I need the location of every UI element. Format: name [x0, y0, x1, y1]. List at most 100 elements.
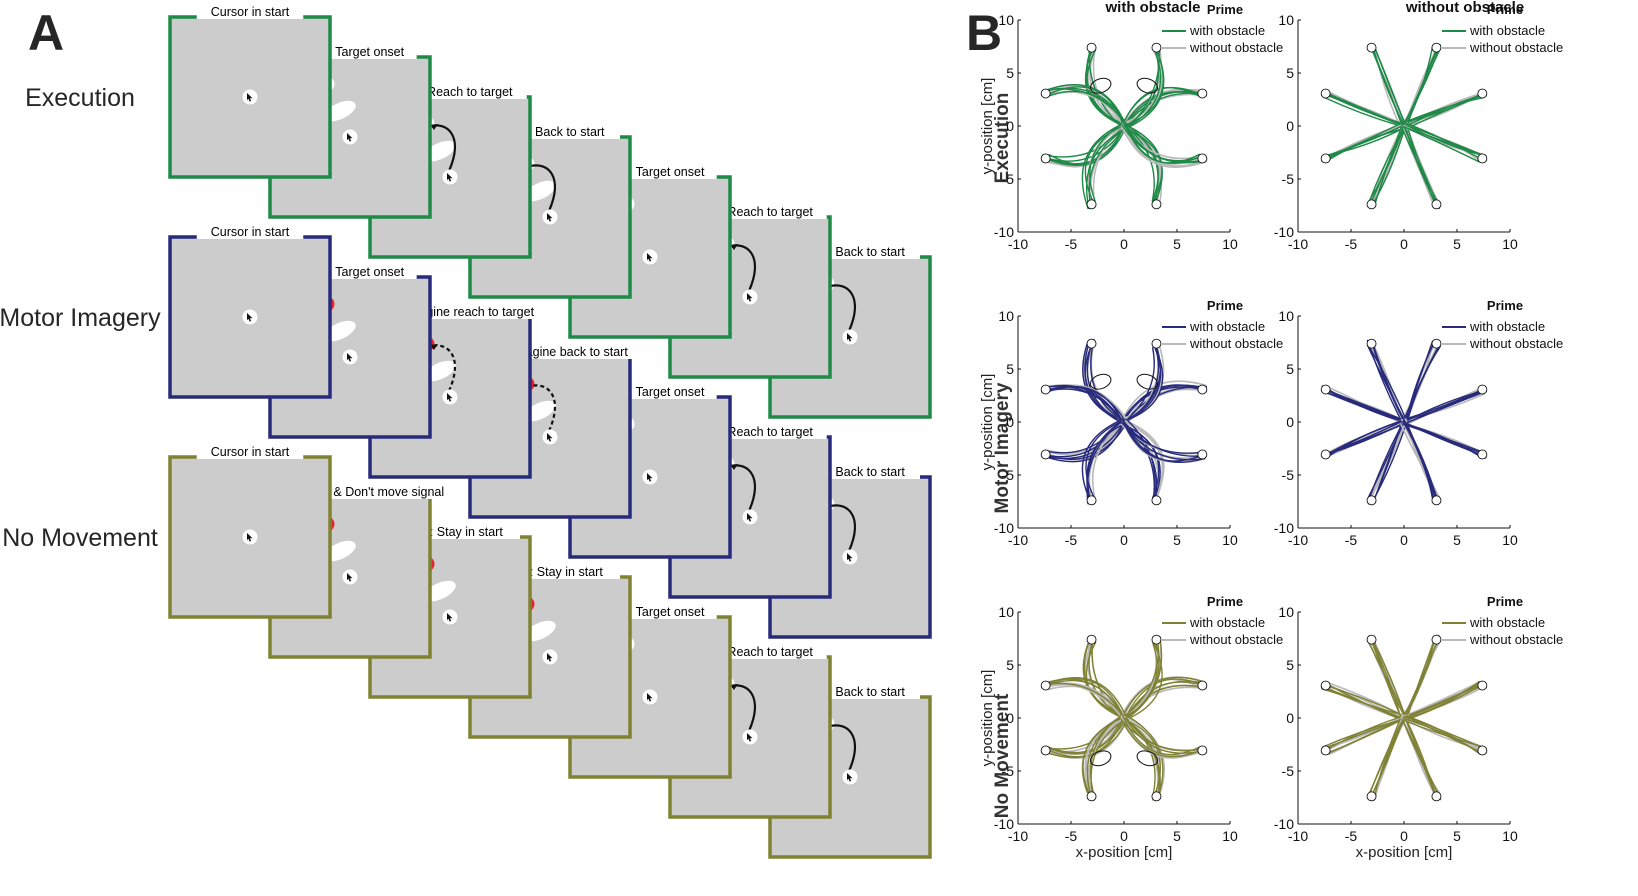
frame-title: Cursor in start	[211, 445, 290, 459]
target-marker	[1431, 199, 1442, 210]
target-marker	[1366, 199, 1377, 210]
x-tick-label: 0	[1400, 828, 1408, 844]
target-marker	[1151, 338, 1162, 349]
trajectory-with-obstacle-line	[1403, 684, 1479, 718]
target-marker	[1151, 495, 1162, 506]
trajectory-with-obstacle-line	[1405, 392, 1483, 424]
target-marker	[1040, 384, 1051, 395]
x-tick-label: -5	[1065, 236, 1078, 252]
legend-entry: with obstacle	[1469, 23, 1545, 38]
y-tick-label: 5	[1006, 361, 1014, 377]
trajectory-without-obstacle-line	[1404, 681, 1481, 717]
imagined-path-line	[530, 384, 556, 432]
trajectory-with-obstacle-line	[1125, 640, 1163, 721]
movement-path-line	[830, 504, 856, 552]
trajectory-with-obstacle-line	[1090, 338, 1122, 420]
frame-title-background	[196, 226, 304, 239]
column-title-with-obstacle: with obstacle	[1104, 0, 1200, 16]
target-marker	[1086, 42, 1097, 53]
x-tick-label: 10	[1502, 532, 1518, 548]
trajectory-with-obstacle-line	[1084, 123, 1128, 204]
y-tick-label: 10	[998, 308, 1014, 324]
obstacle-outline	[1136, 373, 1159, 390]
row-label-no-movement: No Movement	[992, 693, 1013, 818]
row-label-motor-imagery: Motor Imagery	[992, 382, 1013, 513]
x-tick-label: -10	[1008, 828, 1028, 844]
trajectory-with-obstacle-line	[1042, 386, 1126, 421]
obstacle-outline	[1136, 750, 1159, 767]
trajectory-with-obstacle-line	[1120, 423, 1158, 500]
y-tick-label: 10	[1278, 12, 1294, 28]
x-tick-label: 0	[1120, 828, 1128, 844]
condition-label-no-movement: No Movement	[2, 524, 158, 552]
target-marker	[1366, 791, 1377, 802]
target-marker	[1431, 791, 1442, 802]
frame-cursor-icon	[247, 533, 253, 542]
obstacle-ellipse	[424, 580, 456, 602]
frame-cursor-icon	[447, 613, 453, 622]
target-marker	[1477, 384, 1488, 395]
trajectory-with-obstacle-line	[1321, 420, 1403, 457]
x-tick-label: 0	[1120, 532, 1128, 548]
target-marker	[1366, 338, 1377, 349]
obstacle-outline	[1136, 77, 1159, 94]
target-marker	[1197, 680, 1208, 691]
frame-cursor-icon	[847, 333, 853, 342]
trajectory-with-obstacle-line	[1047, 679, 1126, 721]
target-marker	[1040, 88, 1051, 99]
trajectory-with-obstacle-line	[1325, 127, 1407, 162]
legend-entry: with obstacle	[1189, 23, 1265, 38]
trajectory-with-obstacle-line	[1328, 719, 1403, 753]
arrowhead-icon	[430, 124, 438, 130]
frame-title-background	[196, 446, 304, 459]
target-marker	[1320, 745, 1331, 756]
trajectory-with-obstacle-line	[1081, 715, 1128, 794]
trajectory-with-obstacle-line	[1406, 715, 1481, 755]
trajectory-with-obstacle-line	[1402, 126, 1485, 157]
target-marker	[1477, 680, 1488, 691]
y-tick-label: 5	[1286, 65, 1294, 81]
obstacle-ellipse	[524, 180, 556, 202]
y-axis-label: y-position [cm]	[979, 374, 996, 471]
target-marker	[1197, 88, 1208, 99]
x-axis-label: x-position [cm]	[1076, 844, 1173, 861]
frame-cursor-icon	[647, 253, 653, 262]
panel-a-letter: A	[28, 5, 64, 61]
trajectory-with-obstacle-line	[1044, 388, 1124, 425]
target-marker	[1431, 42, 1442, 53]
trajectory-with-obstacle-line	[1373, 45, 1407, 130]
trajectory-with-obstacle-line	[1401, 126, 1439, 205]
x-tick-label: 10	[1222, 236, 1238, 252]
trial-frame-no-movement-1: Cursor in start	[168, 445, 332, 619]
frame-cursor-icon	[547, 213, 553, 222]
trajectory-with-obstacle-line	[1322, 391, 1407, 423]
x-tick-label: -5	[1345, 236, 1358, 252]
trajectory-with-obstacle-line	[1403, 715, 1486, 750]
target-marker	[1197, 745, 1208, 756]
trajectory-with-obstacle-line	[1081, 419, 1123, 497]
trajectory-with-obstacle-line	[1321, 717, 1407, 748]
y-tick-label: 0	[1006, 414, 1014, 430]
y-tick-label: 10	[1278, 604, 1294, 620]
obstacle-outline	[1089, 750, 1112, 767]
arrowhead-icon	[730, 244, 738, 250]
frame-cursor-icon	[647, 693, 653, 702]
trajectory-with-obstacle-line	[1405, 639, 1435, 719]
x-tick-label: 5	[1173, 828, 1181, 844]
trajectory-with-obstacle-line	[1406, 124, 1486, 157]
panel-b: B with obstacle without obstacle Executi…	[966, 0, 1563, 861]
condition-label-execution: Execution	[25, 84, 135, 112]
trajectory-with-obstacle-line	[1323, 122, 1403, 160]
frame-cursor-icon	[347, 573, 353, 582]
frame-cursor-icon	[247, 313, 253, 322]
target-marker	[1086, 791, 1097, 802]
arrowhead-icon	[730, 464, 738, 470]
target-marker	[1320, 449, 1331, 460]
legend-title: Prime	[1207, 2, 1243, 17]
target-marker	[1040, 745, 1051, 756]
trajectory-with-obstacle-line	[1042, 677, 1125, 720]
trajectory-with-obstacle-line	[1400, 420, 1483, 456]
trajectory-with-obstacle-line	[1406, 339, 1437, 420]
